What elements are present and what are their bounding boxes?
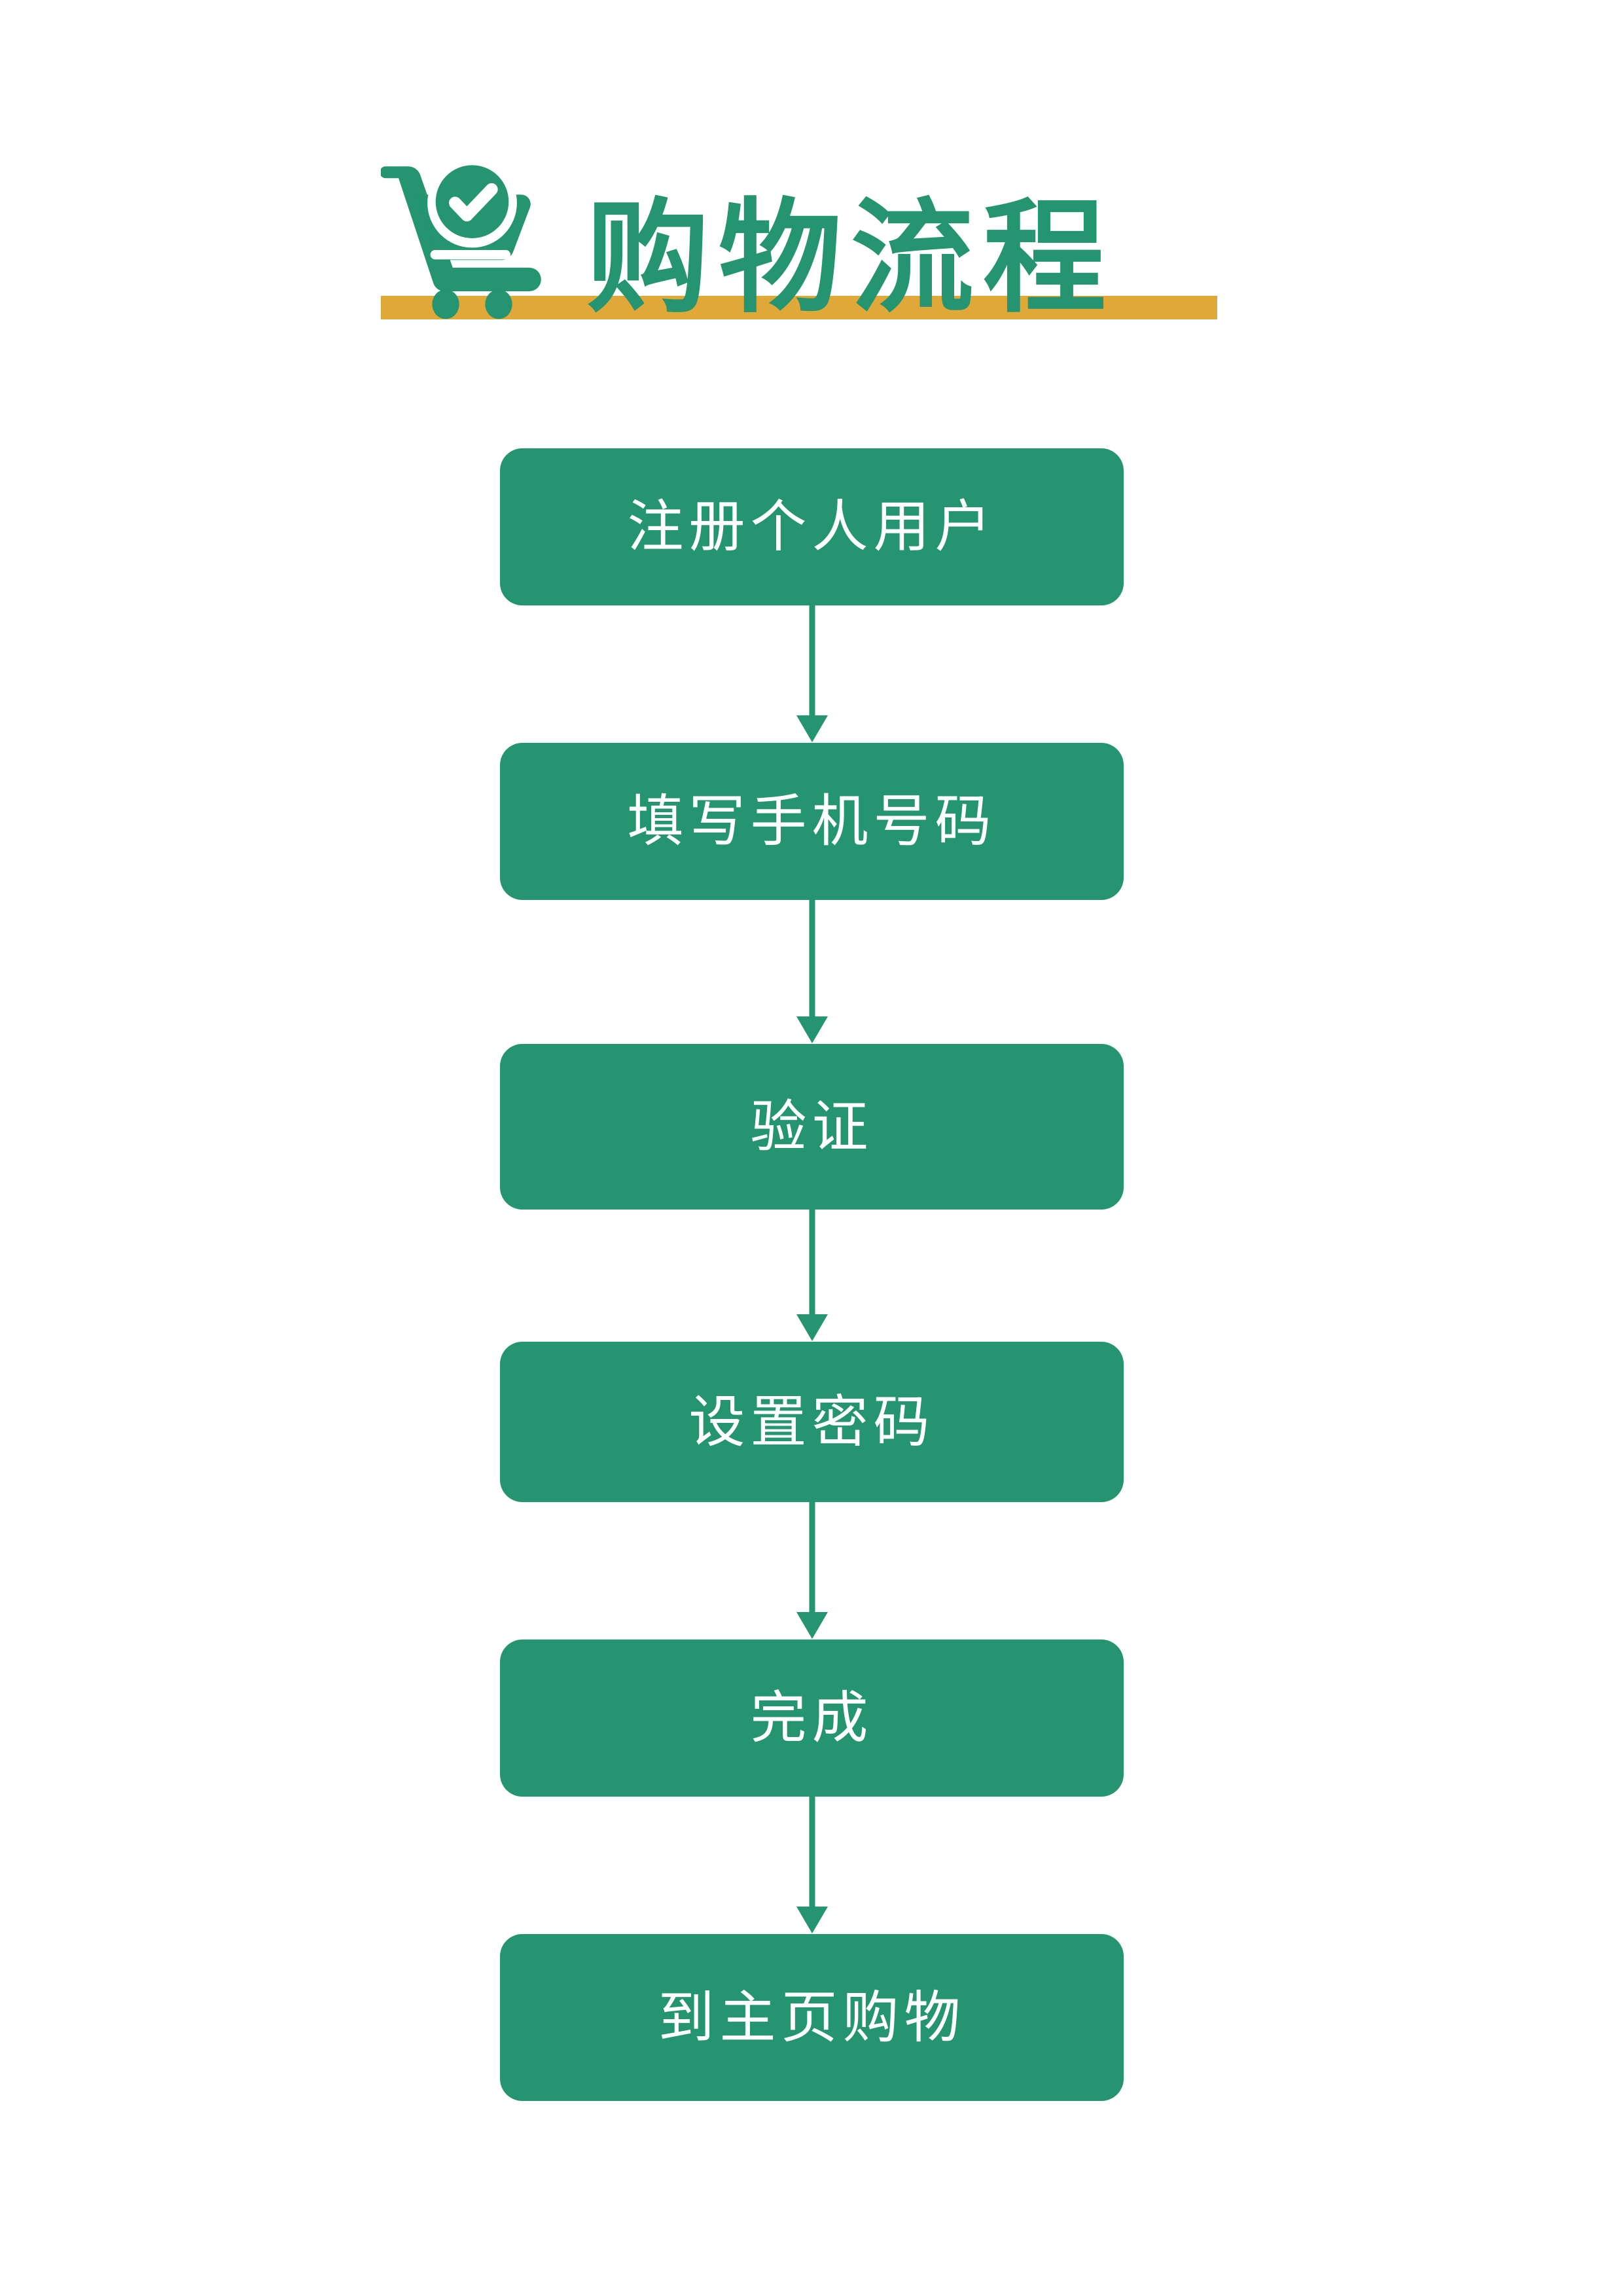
shopping-cart-check-icon [381,158,541,319]
flow-node-6[interactable]: 到主页购物 [500,1934,1124,2101]
arrow-down-icon [796,900,828,1043]
flow-node-1[interactable]: 注册个人用户 [500,448,1124,605]
flow-node-3[interactable]: 验证 [500,1044,1124,1210]
flow-node-6-label: 到主页购物 [658,1986,966,2049]
flow-node-4[interactable]: 设置密码 [500,1342,1124,1502]
flow-arrow-4-to-5 [500,1502,1124,1640]
title-row: 购物流程 [381,131,1245,321]
page-header: 购物流程 [0,0,1623,353]
flow-node-2[interactable]: 填写手机号码 [500,743,1124,900]
flow-node-2-label: 填写手机号码 [627,790,997,853]
flow-arrow-1-to-2 [500,605,1124,743]
arrow-down-icon [796,1502,828,1639]
arrow-down-icon [796,1797,828,1933]
arrow-down-icon [796,605,828,742]
flow-arrow-3-to-4 [500,1210,1124,1342]
flow-node-5-label: 完成 [750,1687,874,1749]
page-title: 购物流程 [586,189,1115,327]
flow-node-5[interactable]: 完成 [500,1640,1124,1797]
flow-node-3-label: 验证 [750,1095,874,1158]
title-underline-bar [381,296,1217,319]
flowchart: 注册个人用户 填写手机号码 验证 设置密码 完成 [500,448,1124,2101]
flow-arrow-5-to-6 [500,1797,1124,1934]
flow-node-1-label: 注册个人用户 [627,495,997,558]
flow-arrow-2-to-3 [500,900,1124,1044]
arrow-down-icon [796,1210,828,1341]
flow-node-4-label: 设置密码 [688,1390,935,1454]
